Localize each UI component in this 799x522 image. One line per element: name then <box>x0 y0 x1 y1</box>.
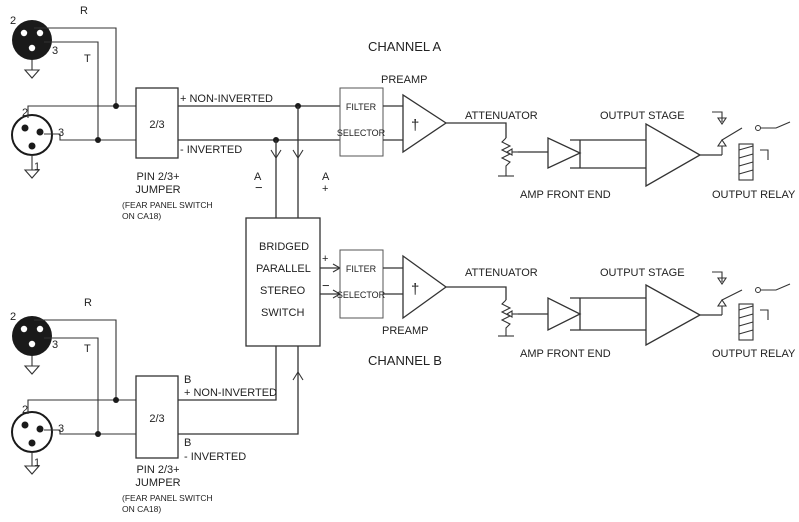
selector-b-label: SELECTOR <box>337 290 386 300</box>
xlr-b-male-pin-2: 2 <box>10 311 16 323</box>
xlr-a-female-pin-1: 1 <box>34 161 40 173</box>
xlr-male-connector-b <box>12 316 52 375</box>
output-relay-a-label: OUTPUT RELAY <box>712 189 796 201</box>
tip-label-a: T <box>84 53 91 65</box>
a-plus-letter: A <box>322 171 330 183</box>
switch-line-3: STEREO <box>260 285 306 297</box>
selector-a-label: SELECTOR <box>337 128 386 138</box>
channel-a-input-section: 2 3 R T 2 3 1 2/3 PIN 2/3+ JUMPER (FEAR … <box>10 5 213 221</box>
filter-b-label: FILTER <box>346 264 377 274</box>
amp-front-end-b <box>547 296 582 332</box>
switch-out-plus: + <box>322 253 328 265</box>
pin-jumper-b <box>135 375 179 459</box>
output-stage-b-label: OUTPUT STAGE <box>600 267 685 279</box>
output-stage-b <box>645 283 702 347</box>
ring-label-a: R <box>80 5 88 17</box>
xlr-a-female-pin-3: 3 <box>58 127 64 139</box>
jumper-b-note-2: ON CA18) <box>122 504 161 514</box>
channel-a-title: CHANNEL A <box>368 39 442 54</box>
xlr-a-male-pin-3: 3 <box>52 45 58 57</box>
output-relay-b <box>712 271 791 341</box>
channel-b-preamp-label: PREAMP <box>382 325 428 337</box>
channel-b-non-inverted-label: + NON-INVERTED <box>184 387 277 399</box>
xlr-female-connector-a <box>11 114 53 179</box>
xlr-b-male-pin-3: 3 <box>52 339 58 351</box>
filter-a-label: FILTER <box>346 102 377 112</box>
jumper-a-caption-1: PIN 2/3+ <box>136 171 179 183</box>
channel-a-preamp-label: PREAMP <box>381 74 427 86</box>
output-stage-a <box>645 122 702 188</box>
channel-b-label-bottom: B <box>184 437 191 449</box>
a-minus-letter: A <box>254 171 262 183</box>
jumper-b-caption-2: JUMPER <box>135 477 180 489</box>
xlr-b-female-pin-1: 1 <box>34 457 40 469</box>
pin-jumper-a <box>135 87 179 159</box>
a-plus-sign: + <box>322 183 328 195</box>
switch-out-minus: − <box>322 278 330 293</box>
channel-b-input-section: 2 3 R T 2 3 1 2/3 PIN 2/3+ JUMPER (FEAR … <box>10 297 213 514</box>
tip-label-b: T <box>84 343 91 355</box>
switch-line-4: SWITCH <box>261 307 304 319</box>
output-stage-a-label: OUTPUT STAGE <box>600 110 685 122</box>
pin-jumper-b-label: 2/3 <box>149 413 164 425</box>
xlr-a-female-pin-2: 2 <box>22 107 28 119</box>
bridged-parallel-stereo-switch <box>245 217 321 347</box>
preamp-triangle-a <box>402 93 448 154</box>
jumper-a-note-1: (FEAR PANEL SWITCH <box>122 200 213 210</box>
attenuator-b-label: ATTENUATOR <box>465 267 538 279</box>
output-relay-b-label: OUTPUT RELAY <box>712 348 796 360</box>
channel-a-inverted-label: - INVERTED <box>180 144 242 156</box>
output-relay-a <box>712 111 791 181</box>
switch-line-2: PARALLEL <box>256 263 311 275</box>
xlr-female-connector-b <box>11 411 53 475</box>
xlr-b-female-pin-2: 2 <box>22 404 28 416</box>
pin-jumper-a-label: 2/3 <box>149 119 164 131</box>
xlr-male-connector-a <box>12 20 52 79</box>
amp-front-end-a <box>547 136 582 170</box>
attenuator-b-resistor <box>500 299 512 336</box>
jumper-b-note-1: (FEAR PANEL SWITCH <box>122 493 213 503</box>
jumper-a-note-2: ON CA18) <box>122 211 161 221</box>
attenuator-a-label: ATTENUATOR <box>465 110 538 122</box>
channel-b-title: CHANNEL B <box>368 353 442 368</box>
jumper-a-caption-2: JUMPER <box>135 184 180 196</box>
channel-b-inverted-label: - INVERTED <box>184 451 246 463</box>
amp-front-end-b-label: AMP FRONT END <box>520 348 611 360</box>
filter-selector-a <box>339 87 384 157</box>
switch-line-1: BRIDGED <box>259 241 309 253</box>
a-minus-sign: − <box>255 180 263 195</box>
preamp-b-dagger: † <box>411 281 419 298</box>
filter-selector-b <box>339 249 384 319</box>
preamp-triangle-b <box>402 254 448 320</box>
xlr-a-male-pin-2: 2 <box>10 15 16 27</box>
xlr-b-female-pin-3: 3 <box>58 423 64 435</box>
ring-label-b: R <box>84 297 92 309</box>
channel-a-non-inverted-label: + NON-INVERTED <box>180 93 273 105</box>
channel-b-label-top: B <box>184 374 191 386</box>
amp-front-end-a-label: AMP FRONT END <box>520 189 611 201</box>
attenuator-a-resistor <box>500 137 512 176</box>
preamp-a-dagger: † <box>411 117 419 134</box>
jumper-b-caption-1: PIN 2/3+ <box>136 464 179 476</box>
